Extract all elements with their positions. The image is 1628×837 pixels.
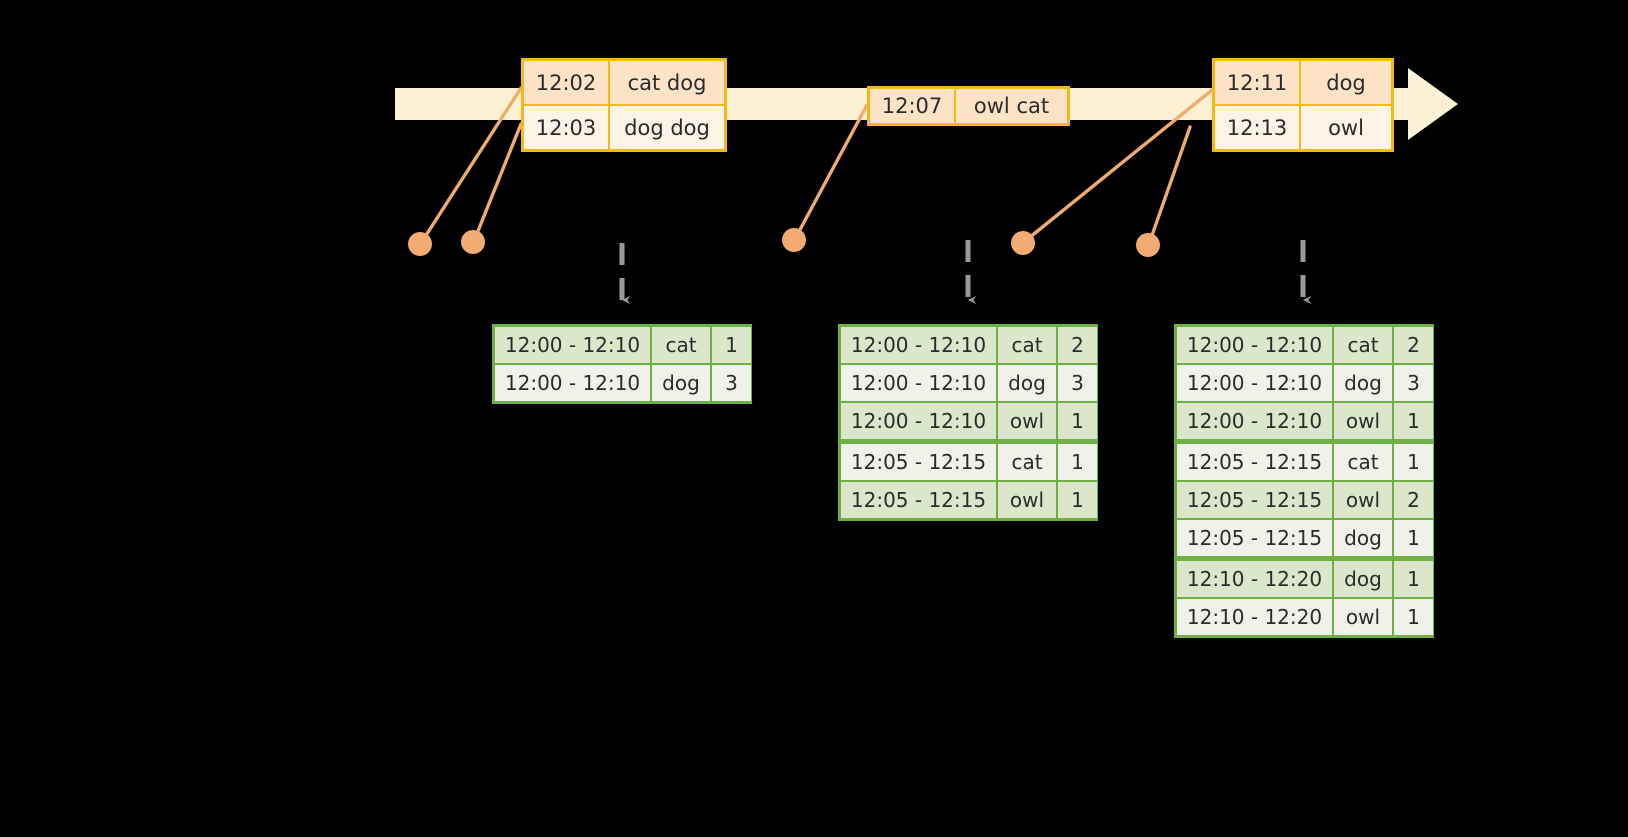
cell-count: 1 — [1394, 403, 1433, 439]
event-time: 12:11 — [1215, 61, 1301, 104]
cell-window: 12:05 - 12:15 — [1177, 520, 1332, 556]
connector-line-2 — [472, 122, 523, 243]
cell-window: 12:00 - 12:10 — [1177, 365, 1332, 401]
event-time: 12:07 — [870, 89, 956, 123]
connector-dots — [408, 228, 1160, 257]
cell-window: 12:00 - 12:10 — [841, 365, 996, 401]
event-time: 12:03 — [524, 106, 610, 149]
cell-word: cat — [652, 327, 710, 363]
connector-dot-2 — [461, 230, 485, 254]
cell-window: 12:00 - 12:10 — [495, 327, 650, 363]
cell-window: 12:10 - 12:20 — [1177, 599, 1332, 635]
event-words: cat dog — [627, 70, 707, 95]
event-time: 12:02 — [524, 61, 610, 104]
event-row[interactable]: 12:03 dog dog — [524, 104, 724, 149]
cell-count: 1 — [1058, 482, 1097, 518]
cell-window: 12:00 - 12:10 — [841, 327, 996, 363]
cell-count: 3 — [1394, 365, 1433, 401]
event-words: dog dog — [624, 115, 710, 140]
event-row[interactable]: 12:02 cat dog — [524, 61, 724, 104]
event-words: owl — [1328, 115, 1364, 140]
connector-dot-3 — [782, 228, 806, 252]
event-box-3[interactable]: 12:11 dog 12:13 owl — [1212, 58, 1394, 152]
cell-word: dog — [1334, 520, 1392, 556]
event-time: 12:13 — [1215, 106, 1301, 149]
cell-word: owl — [998, 482, 1056, 518]
cell-word: owl — [998, 403, 1056, 439]
cell-word: owl — [1334, 599, 1392, 635]
connector-line-3 — [793, 103, 869, 241]
cell-window: 12:05 - 12:15 — [841, 482, 996, 518]
cell-word: cat — [998, 327, 1056, 363]
event-row[interactable]: 12:11 dog — [1215, 61, 1391, 104]
cell-word: dog — [1334, 561, 1392, 597]
cell-word: cat — [1334, 444, 1392, 480]
cell-count: 2 — [1058, 327, 1097, 363]
cell-word: owl — [1334, 403, 1392, 439]
connector-dot-5 — [1136, 233, 1160, 257]
event-row[interactable]: 12:07 owl cat — [870, 89, 1067, 123]
cell-count: 1 — [1058, 403, 1097, 439]
flow-arrows — [619, 240, 1312, 305]
cell-window: 12:00 - 12:10 — [1177, 403, 1332, 439]
cell-count: 1 — [1394, 599, 1433, 635]
cell-window: 12:00 - 12:10 — [841, 403, 996, 439]
cell-window: 12:05 - 12:15 — [841, 444, 996, 480]
cell-word: cat — [998, 444, 1056, 480]
cell-word: owl — [1334, 482, 1392, 518]
cell-count: 1 — [1394, 520, 1433, 556]
cell-count: 1 — [1394, 444, 1433, 480]
cell-window: 12:00 - 12:10 — [495, 365, 650, 401]
cell-window: 12:05 - 12:15 — [1177, 482, 1332, 518]
cell-count: 1 — [1058, 444, 1097, 480]
cell-word: dog — [998, 365, 1056, 401]
connector-line-1 — [419, 86, 523, 245]
cell-count: 2 — [1394, 482, 1433, 518]
cell-count: 1 — [1394, 561, 1433, 597]
cell-word: dog — [652, 365, 710, 401]
connector-line-5 — [1147, 125, 1192, 246]
event-words: dog — [1326, 70, 1366, 95]
cell-window: 12:00 - 12:10 — [1177, 327, 1332, 363]
cell-count: 3 — [1058, 365, 1097, 401]
event-box-2[interactable]: 12:07 owl cat — [867, 86, 1070, 126]
cell-count: 2 — [1394, 327, 1433, 363]
cell-window: 12:10 - 12:20 — [1177, 561, 1332, 597]
cell-count: 1 — [712, 327, 751, 363]
connector-dot-1 — [408, 232, 432, 256]
cell-window: 12:05 - 12:15 — [1177, 444, 1332, 480]
cell-word: cat — [1334, 327, 1392, 363]
connector-dot-4 — [1011, 231, 1035, 255]
event-box-1[interactable]: 12:02 cat dog 12:03 dog dog — [521, 58, 727, 152]
event-words: owl cat — [973, 94, 1050, 118]
event-row[interactable]: 12:13 owl — [1215, 104, 1391, 149]
cell-count: 3 — [712, 365, 751, 401]
cell-word: dog — [1334, 365, 1392, 401]
